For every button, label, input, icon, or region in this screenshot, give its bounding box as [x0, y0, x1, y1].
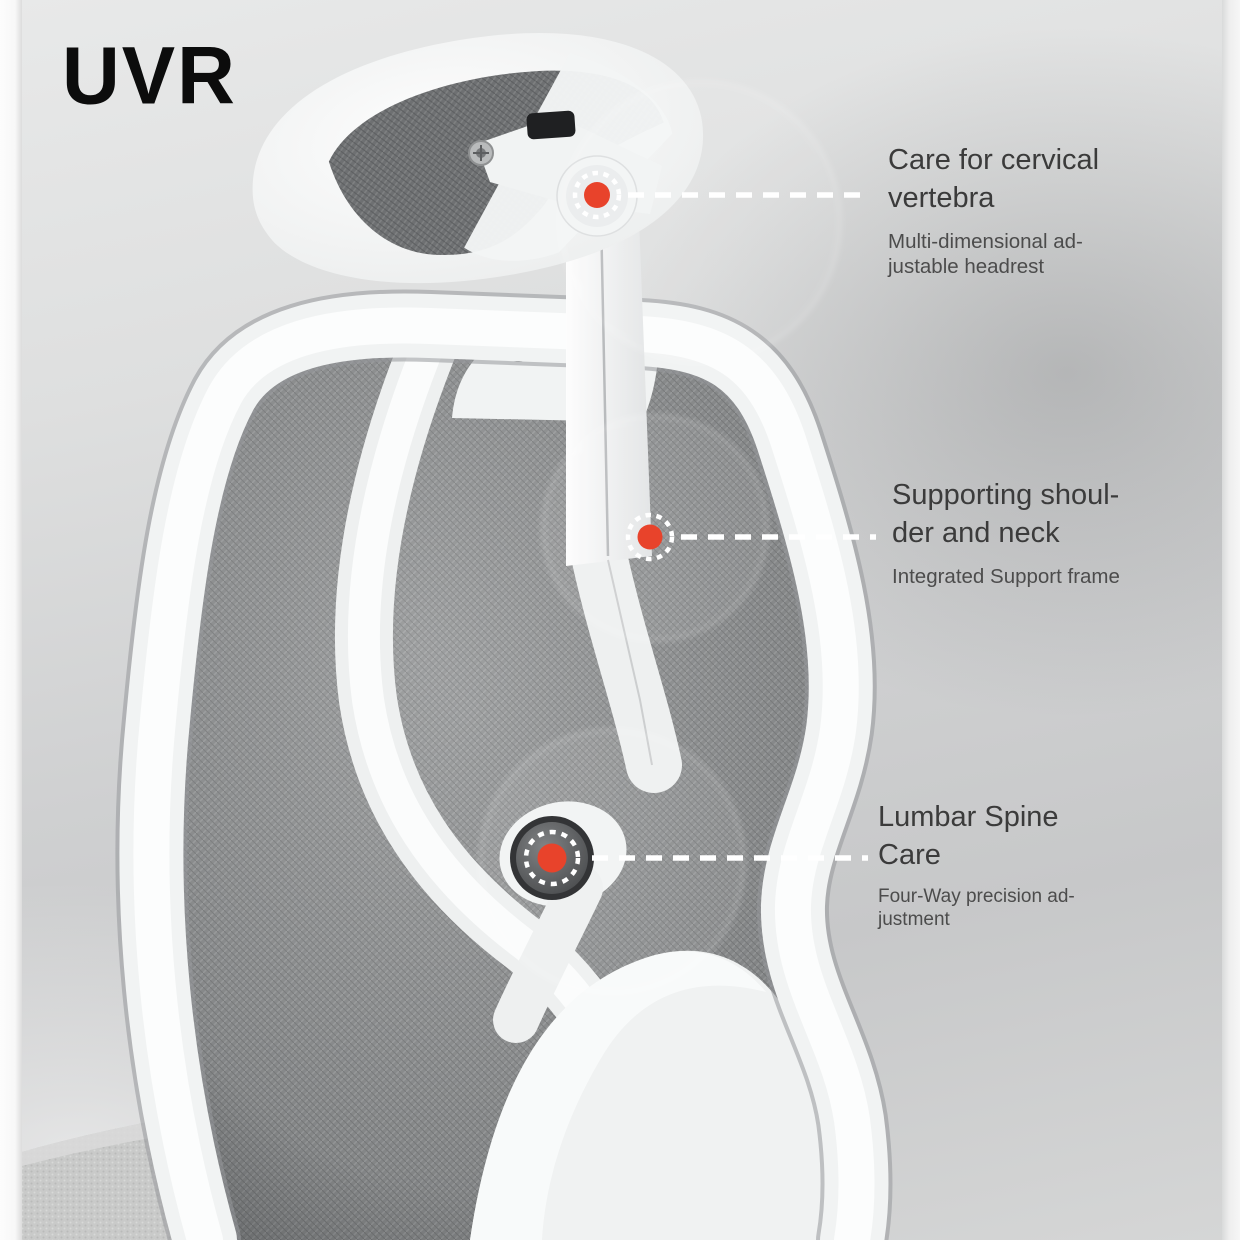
callout-shoulder-title-line1: Supporting shoul- — [892, 479, 1120, 511]
callout-lumbar-sub-line2: justment — [878, 908, 950, 930]
cervical-marker-ring — [572, 170, 622, 220]
cervical-marker-dot — [584, 182, 610, 208]
callout-lumbar-subtitle: Four-Way precision ad- justment — [878, 886, 1218, 931]
lumbar-marker — [523, 829, 868, 887]
cervical-marker — [572, 170, 864, 220]
lumbar-marker-dot — [537, 843, 567, 873]
lumbar-marker-ring — [523, 829, 581, 887]
callout-cervical-title: Care for cervical vertebra — [888, 141, 1228, 217]
ghost-circle-headrest — [559, 81, 841, 363]
callout-shoulder-sub-line1: Integrated Support frame — [892, 565, 1120, 588]
callout-cervical-sub-line2: justable headrest — [888, 254, 1045, 278]
callout-shoulder: Supporting shoul- der and neck Integrate… — [892, 476, 1232, 590]
backrest-frame — [115, 289, 893, 1240]
callout-lumbar-title-line1: Lumbar Spine — [878, 801, 1059, 833]
callout-lumbar-title: Lumbar Spine Care — [878, 798, 1218, 874]
callout-lumbar-title-line2: Care — [878, 839, 941, 871]
right-edge-strip — [1222, 0, 1240, 1240]
callout-lumbar-sub-line1: Four-Way precision ad- — [878, 886, 1075, 907]
callout-cervical-title-line1: Care for cervical — [888, 144, 1100, 176]
callout-shoulder-subtitle: Integrated Support frame — [892, 565, 1232, 590]
callout-lumbar: Lumbar Spine Care Four-Way precision ad-… — [878, 798, 1218, 931]
callout-shoulder-title-line2: der and neck — [892, 517, 1060, 549]
shoulder-marker-dot — [637, 524, 663, 550]
backrest-struts — [334, 301, 833, 1240]
callout-cervical: Care for cervical vertebra Multi-dimensi… — [888, 141, 1228, 279]
headrest-slot — [526, 110, 576, 140]
annotations — [523, 170, 876, 887]
ghost-circle-lumbar — [479, 729, 745, 995]
callout-cervical-subtitle: Multi-dimensional ad- justable headrest — [888, 230, 1228, 279]
callout-shoulder-title: Supporting shoul- der and neck — [892, 476, 1232, 552]
headrest-screw — [468, 140, 494, 166]
shoulder-marker — [625, 512, 876, 562]
left-edge-strip — [0, 0, 22, 1240]
callout-cervical-title-line2: vertebra — [888, 182, 995, 214]
brand-logo: UVR — [62, 30, 237, 121]
shoulder-marker-ring — [625, 512, 675, 562]
callout-cervical-sub-line1: Multi-dimensional ad- — [888, 230, 1083, 253]
